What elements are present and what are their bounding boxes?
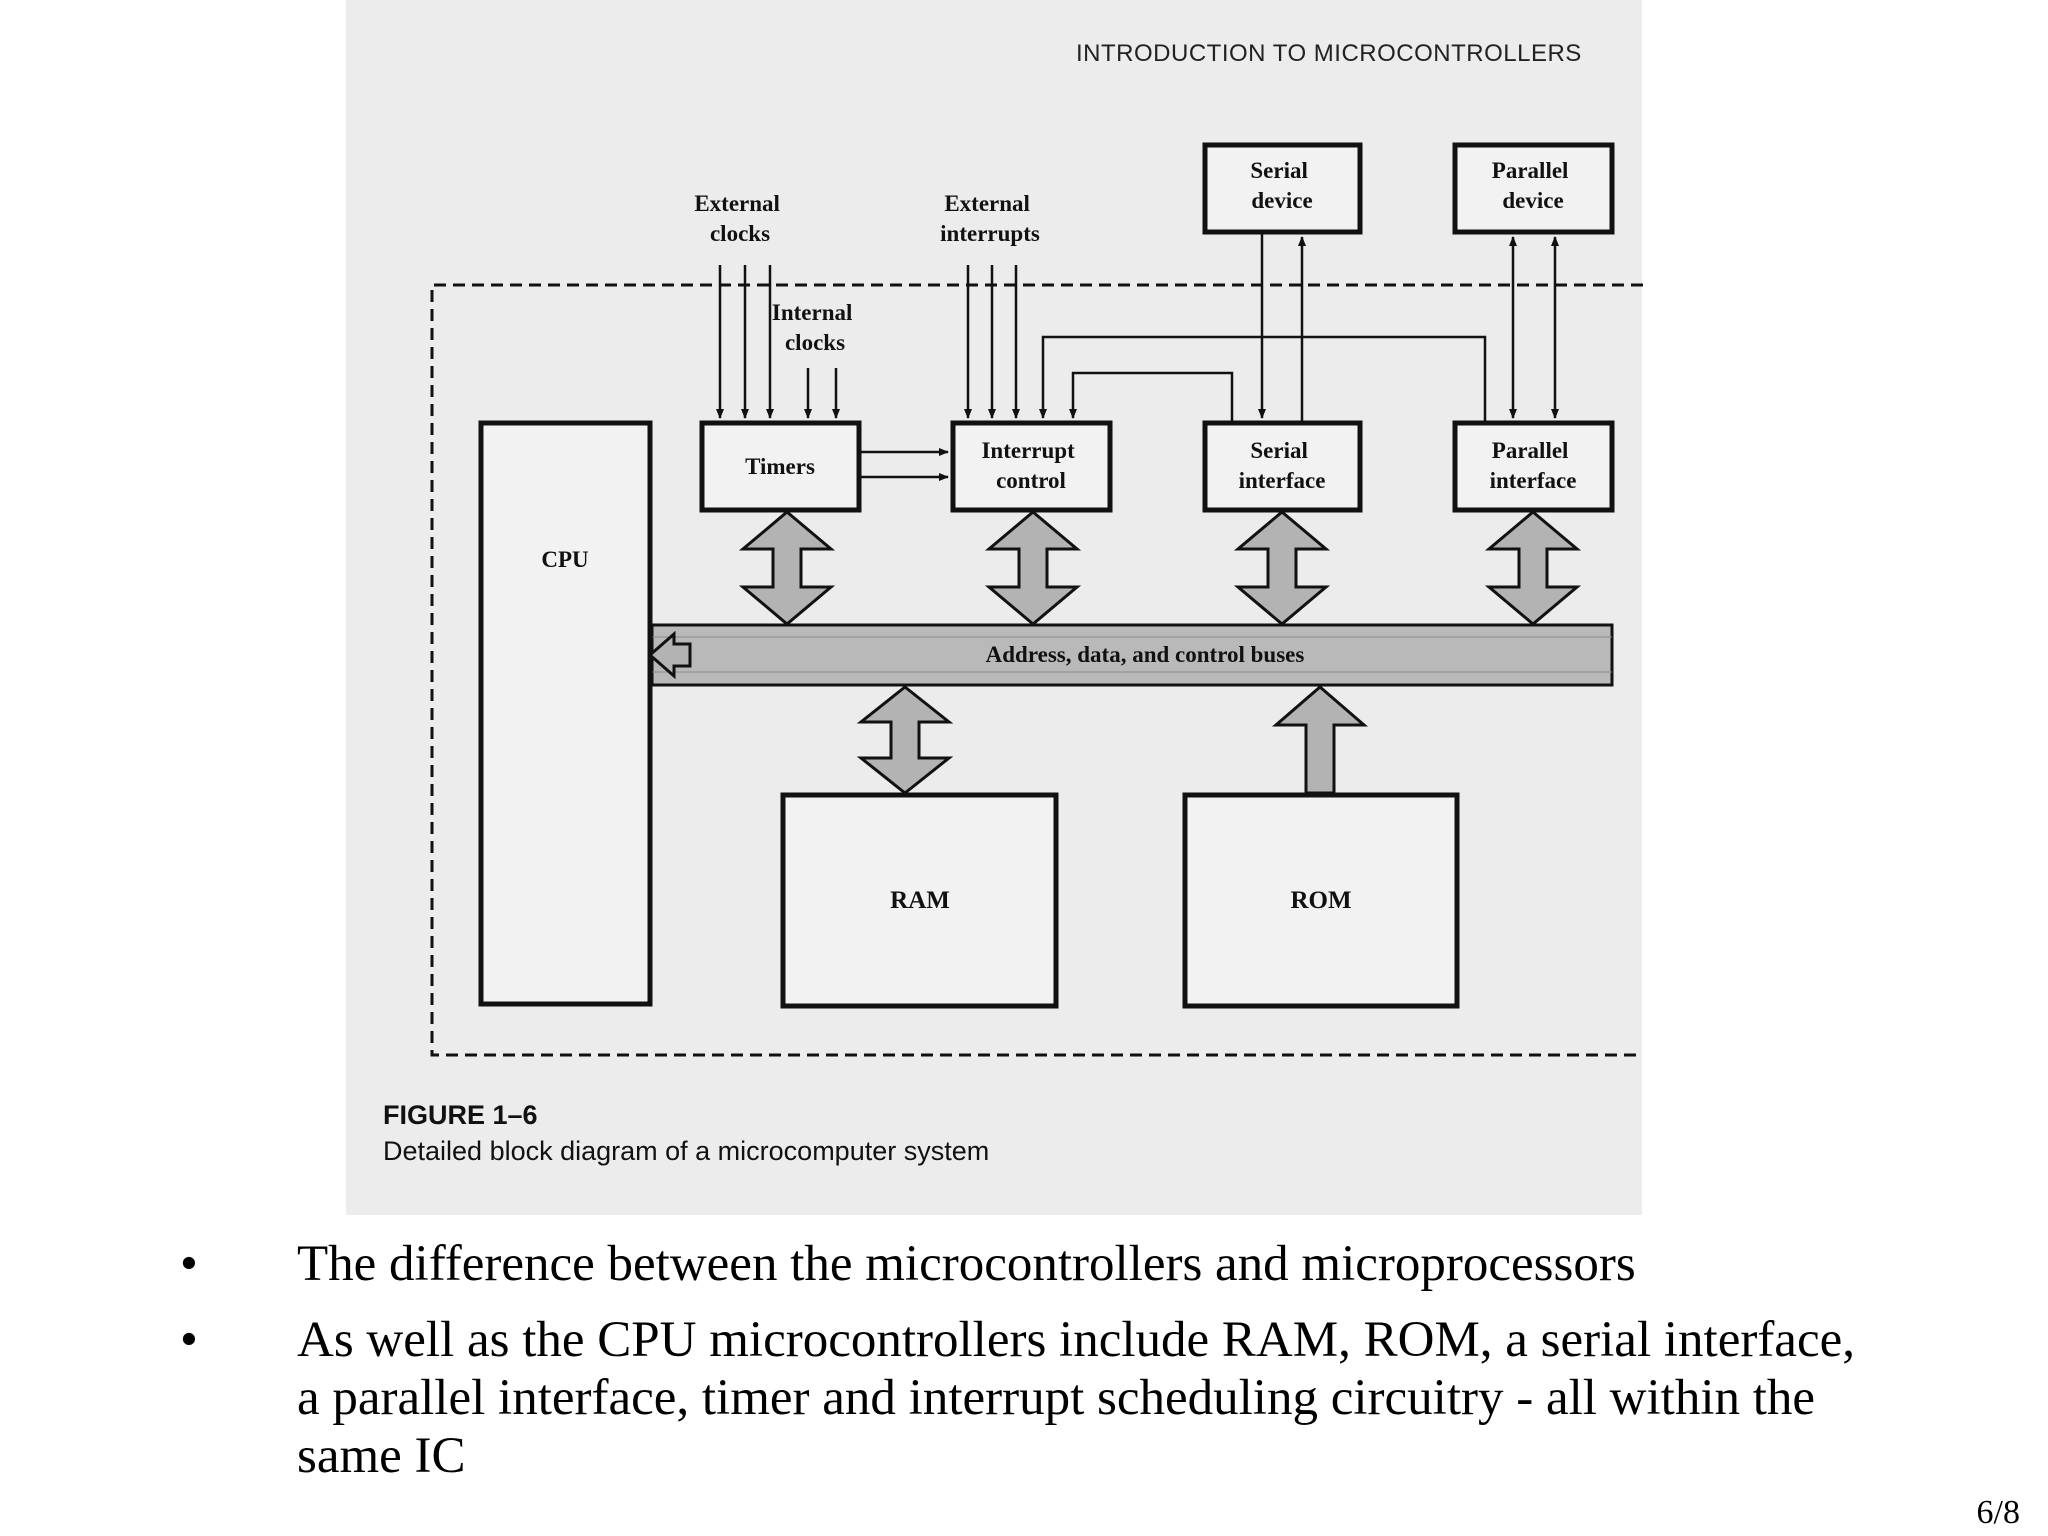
rom-label: ROM xyxy=(1290,887,1351,914)
figure-caption: Detailed block diagram of a microcompute… xyxy=(383,1136,990,1166)
interrupt-bus-arrow xyxy=(984,510,1082,626)
bullet-symbol: • xyxy=(180,1312,198,1368)
timers-label: Timers xyxy=(745,454,815,479)
serial-device-box xyxy=(1202,142,1363,235)
bus-bar xyxy=(650,623,1614,687)
rom-box xyxy=(1182,792,1460,1009)
figure-number: FIGURE 1–6 xyxy=(383,1100,538,1130)
block-diagram: CPU Timers Interrupt control Serial inte… xyxy=(430,142,1643,1057)
ram-bus-arrow xyxy=(856,685,954,795)
timers-bus-arrow xyxy=(738,510,836,626)
bullet-symbol: • xyxy=(180,1236,198,1292)
interrupt-control-box xyxy=(950,420,1113,513)
external-clocks-label: External clocks xyxy=(694,191,785,246)
rom-bus-arrow xyxy=(1271,685,1369,795)
serial-interrupt-request-line xyxy=(1069,371,1234,423)
parallel-bus-arrow xyxy=(1484,510,1582,626)
cpu-bus-arrow xyxy=(647,630,692,680)
serial-interface-box xyxy=(1202,420,1363,513)
serial-interface-label: Serial interface xyxy=(1239,438,1326,493)
external-interrupts-label: External interrupts xyxy=(940,191,1040,246)
parallel-interrupt-request-line xyxy=(1039,335,1487,423)
cpu-box xyxy=(478,420,653,1007)
interrupt-control-label: Interrupt control xyxy=(981,438,1080,493)
chip-boundary xyxy=(430,283,1643,1057)
cpu-label: CPU xyxy=(541,547,589,572)
timers-box xyxy=(699,420,862,513)
parallel-interface-label: Parallel interface xyxy=(1490,438,1577,493)
serial-device-label: Serial device xyxy=(1250,158,1313,213)
parallel-interface-box xyxy=(1452,420,1615,513)
ram-box xyxy=(780,792,1059,1009)
running-head: INTRODUCTION TO MICROCONTROLLERS xyxy=(1076,40,1582,67)
bullet-item: • As well as the CPU microcontrollers in… xyxy=(180,1311,1880,1485)
bullet-item: • The difference between the microcontro… xyxy=(180,1235,1880,1293)
bullet-text: The difference between the microcontroll… xyxy=(297,1236,1636,1292)
page-number: 6/8 xyxy=(1976,1494,2020,1531)
bullet-list: • The difference between the microcontro… xyxy=(180,1235,1880,1503)
ram-label: RAM xyxy=(890,887,950,914)
serial-bus-arrow xyxy=(1233,510,1331,626)
parallel-device-box xyxy=(1452,142,1615,235)
bullet-text: As well as the CPU microcontrollers incl… xyxy=(297,1312,1855,1484)
bus-label: Address, data, and control buses xyxy=(986,642,1305,667)
parallel-device-label: Parallel device xyxy=(1492,158,1574,213)
internal-clocks-label: Internal clocks xyxy=(772,300,858,355)
